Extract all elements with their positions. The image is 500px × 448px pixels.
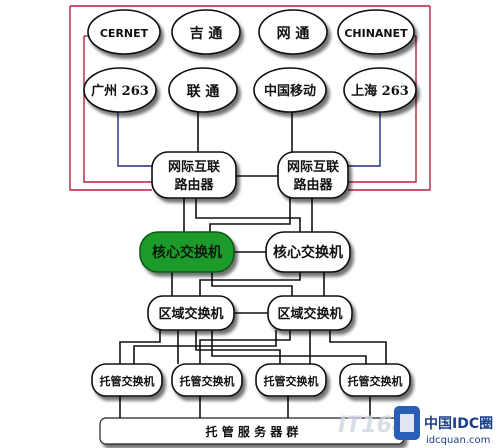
isp-node-cernet <box>87 9 161 55</box>
router-left: 网际互联 路由器 <box>151 151 237 199</box>
hosting-switch-3: 托管交换机 <box>255 363 327 397</box>
isp-label-jitong: 吉 通 <box>190 25 223 42</box>
link-g1-h3 <box>195 330 281 364</box>
blue-link-gz263 <box>117 110 152 167</box>
isp-label-sh263: 上海 263 <box>351 83 409 99</box>
isp-node-gz263 <box>83 67 157 113</box>
isp-node-liantong <box>168 67 238 113</box>
red-link-left-outer <box>69 6 152 191</box>
link-g1-h4 <box>211 330 367 364</box>
regional-switch-left: 区域交换机 <box>147 295 235 331</box>
hosting-switch-4: 托管交换机 <box>339 363 411 397</box>
core-switch-primary: 核心交换机 <box>139 231 235 273</box>
isp-node-jitong <box>171 9 241 55</box>
red-link-right-outer <box>348 6 431 191</box>
red-link-right-inner <box>348 36 417 183</box>
link-g1-h1 <box>119 330 161 364</box>
regional-switch-right-label: 区域交换机 <box>277 306 342 322</box>
watermark: IT168 中国IDC圈 idcquan.com <box>338 406 493 446</box>
hosting-switch-4-label: 托管交换机 <box>348 374 403 388</box>
link-g2-h1 <box>133 330 277 364</box>
watermark-domain: idcquan.com <box>426 435 490 446</box>
core-switch-primary-label: 核心交换机 <box>152 244 222 261</box>
blue-link-sh263 <box>348 110 381 167</box>
link-c1-g2 <box>211 272 293 296</box>
link-g2-h4 <box>329 330 387 364</box>
link-r1-c2 <box>195 198 301 232</box>
hosting-switch-2: 托管交换机 <box>171 363 243 397</box>
core-switch-secondary: 核心交换机 <box>265 231 351 273</box>
idc-logo-icon <box>394 406 420 440</box>
hosting-switch-1: 托管交换机 <box>91 363 163 397</box>
regional-switch-right: 区域交换机 <box>267 295 353 331</box>
watermark-brand: 中国IDC圈 <box>424 415 493 432</box>
isp-label-gz263: 广州 263 <box>91 83 149 99</box>
isp-label-wangtong: 网 通 <box>277 26 310 42</box>
black-links <box>119 110 387 418</box>
router-left-line2: 路由器 <box>174 177 214 193</box>
hosting-switch-2-label: 托管交换机 <box>180 374 235 388</box>
router-right: 网际互联 路由器 <box>277 151 349 199</box>
router-right-line1: 网际互联 <box>287 160 339 175</box>
hosting-switch-3-label: 托管交换机 <box>264 374 319 388</box>
isp-label-liantong: 联 通 <box>187 84 220 100</box>
server-group-label: 托 管 服 务 器 群 <box>206 424 299 439</box>
regional-switch-left-label: 区域交换机 <box>158 306 223 322</box>
isp-node-mobile <box>253 67 327 113</box>
isp-node-wangtong <box>258 9 328 55</box>
router-right-line2: 路由器 <box>293 177 333 193</box>
link-r2-c1 <box>209 198 291 232</box>
isp-row-1: CERNET 吉 通 网 通 CHINANET <box>87 9 415 55</box>
isp-node-sh263 <box>343 67 417 113</box>
red-links <box>69 5 431 191</box>
router-left-line1: 网际互联 <box>168 160 220 175</box>
isp-label-mobile: 中国移动 <box>264 83 316 99</box>
server-group: 托 管 服 务 器 群 <box>99 417 405 445</box>
isp-node-chinanet <box>337 9 415 55</box>
hosting-switch-1-label: 托管交换机 <box>100 374 155 388</box>
isp-label-cernet: CERNET <box>100 27 149 40</box>
isp-label-chinanet: CHINANET <box>344 27 408 40</box>
red-link-left-inner <box>83 36 152 183</box>
link-g2-h2 <box>199 330 291 364</box>
blue-links <box>117 110 381 167</box>
isp-row-2: 广州 263 联 通 中国移动 上海 263 <box>83 67 417 113</box>
link-c2-g1 <box>199 272 301 296</box>
core-switch-secondary-label: 核心交换机 <box>273 244 343 261</box>
